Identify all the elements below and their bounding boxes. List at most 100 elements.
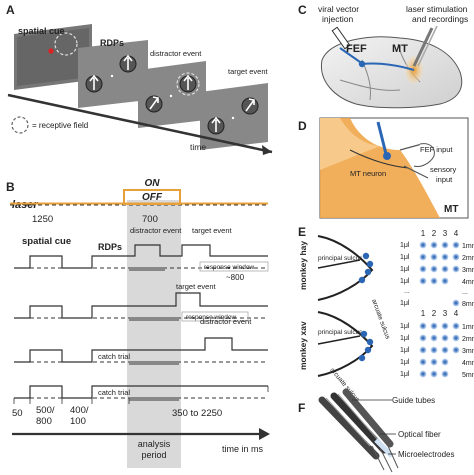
t-800: 800: [36, 416, 52, 427]
hay-depth-1: 1mm: [462, 243, 474, 250]
trial1-response-window: response window: [204, 264, 255, 271]
trial3-catch: catch trial: [98, 352, 130, 361]
hay-vol-dots: ...: [404, 288, 410, 295]
xav-principal-label: principal sulcus: [318, 329, 363, 336]
hay-depth-4: 4mm: [462, 279, 474, 286]
xav-col-3: 3: [443, 309, 448, 318]
xav-col-1: 1: [421, 309, 426, 318]
time-label: time: [190, 142, 206, 152]
t-100: 100: [70, 416, 86, 427]
mt-label-d: MT: [444, 204, 458, 215]
panel-f-letter: F: [298, 401, 305, 415]
panel-c-letter: C: [298, 3, 307, 17]
optical-fiber-label: Optical fiber: [398, 430, 441, 439]
hay-vol-8: 1μl: [400, 300, 410, 307]
xav-depth-2: 2mm: [462, 336, 474, 343]
mt-neuron-label: MT neuron: [350, 169, 386, 178]
monkey-xav-label: monkey xav: [298, 321, 308, 370]
xav-depth-1: 1mm: [462, 324, 474, 331]
xav-vol-3: 1μl: [400, 347, 410, 354]
brain-outline: [320, 36, 463, 109]
screen-target: [200, 83, 268, 150]
hay-sulcus-outline: [317, 235, 374, 301]
screen-rdps: [78, 40, 148, 108]
rf-legend-icon: [11, 116, 29, 134]
hay-injection-sites: [358, 252, 374, 284]
sensory-label: sensory: [430, 165, 457, 174]
xav-depth-4: 4mm: [462, 360, 474, 367]
hay-depth-2: 2mm: [462, 255, 474, 262]
xav-vol-5: 1μl: [400, 371, 410, 378]
xav-vol-1: 1μl: [400, 323, 410, 330]
fef-mt-projection: [361, 62, 415, 71]
xav-rows: 1μl 1μl 1μl 1μl 1μl 1mm 2mm 3mm 4mm 5mm: [400, 322, 474, 379]
trial-4: [13, 385, 269, 404]
time-ms-label: time in ms: [222, 444, 264, 454]
guide-tube-bundle: [318, 388, 399, 473]
hay-depth-dots: ...: [462, 289, 468, 296]
laser-700: 700: [142, 214, 158, 225]
trial2-response-window: response window: [186, 314, 237, 321]
time-arrow: [7, 93, 273, 154]
xav-col-2: 2: [432, 309, 437, 318]
t-500: 500/: [36, 405, 55, 416]
period-label: period: [141, 450, 166, 460]
xav-sulcus-outline: [317, 311, 374, 377]
hay-depth-8: 8mm: [462, 301, 474, 308]
xav-col-4: 4: [454, 309, 459, 318]
approx-800: ~800: [226, 273, 245, 282]
rdps-label: RDPs: [100, 38, 124, 48]
panel-b: B laser ON OFF 1250 700 spatial cue RDPs…: [6, 178, 270, 468]
analysis-label: analysis: [138, 439, 171, 449]
injection-label: injection: [322, 14, 353, 24]
screen-distractor: [138, 61, 206, 128]
panel-c: C viral vector injection laser stimulati…: [298, 3, 468, 109]
t-400: 400/: [70, 405, 89, 416]
spatial-cue-label: spatial cue: [18, 26, 65, 36]
hay-vol-3: 1μl: [400, 266, 410, 273]
hay-arcuate-label: arcuate sulcus: [370, 298, 391, 340]
panel-e: E monkey hay principal sulcus arcuate su…: [298, 225, 474, 404]
xav-vol-2: 1μl: [400, 335, 410, 342]
trial-2: [14, 292, 268, 321]
xav-injection-sites: [358, 330, 374, 362]
rf-legend-label: = receptive field: [32, 121, 88, 130]
panel-d-letter: D: [298, 119, 307, 133]
trial3-distractor: distractor event: [200, 317, 252, 326]
microelectrodes-label: Microelectrodes: [398, 450, 454, 459]
target-event-label: target event: [228, 67, 269, 76]
hay-vol-1: 1μl: [400, 242, 410, 249]
xav-depth-3: 3mm: [462, 348, 474, 355]
panel-d: D FEF input MT neuron sensory input MT: [298, 117, 469, 219]
laser-on-label: ON: [145, 178, 161, 189]
trial-1: [14, 244, 268, 271]
trial1-rdps: RDPs: [98, 242, 122, 252]
hay-col-3: 3: [443, 229, 448, 238]
viral-label: viral vector: [318, 4, 359, 14]
trial-3: [14, 337, 268, 365]
distractor-event-label: distractor event: [150, 49, 202, 58]
xav-vol-4: 1μl: [400, 359, 410, 366]
hay-vol-2: 1μl: [400, 254, 410, 261]
guide-tubes-label: Guide tubes: [392, 396, 435, 405]
hay-col-1: 1: [421, 229, 426, 238]
panel-a-letter: A: [6, 3, 15, 17]
hay-vol-4: 1μl: [400, 278, 410, 285]
panel-f: F Guide tubes Optical fiber Microelectro…: [298, 388, 454, 473]
mt-label-c: MT: [392, 43, 408, 55]
cue-dot: [48, 48, 54, 54]
xav-depth-5: 5mm: [462, 372, 474, 379]
t-50: 50: [12, 408, 23, 419]
receptive-field-icon: [54, 32, 78, 56]
panel-e-letter: E: [298, 225, 306, 239]
fef-label: FEF: [346, 43, 367, 55]
input-label: input: [436, 175, 453, 184]
trial1-spatial: spatial cue: [22, 236, 71, 247]
analysis-period-band: [127, 200, 181, 468]
fef-axon: [376, 121, 388, 155]
laser-1250: 1250: [32, 214, 53, 225]
hay-depth-3: 3mm: [462, 267, 474, 274]
hay-rows: 1μl 1μl 1μl 1μl ... 1μl 1mm 2mm 3mm 4mm …: [400, 241, 474, 308]
syringe-icon: [331, 26, 351, 50]
laser-stim-label: laser stimulation: [406, 4, 468, 14]
